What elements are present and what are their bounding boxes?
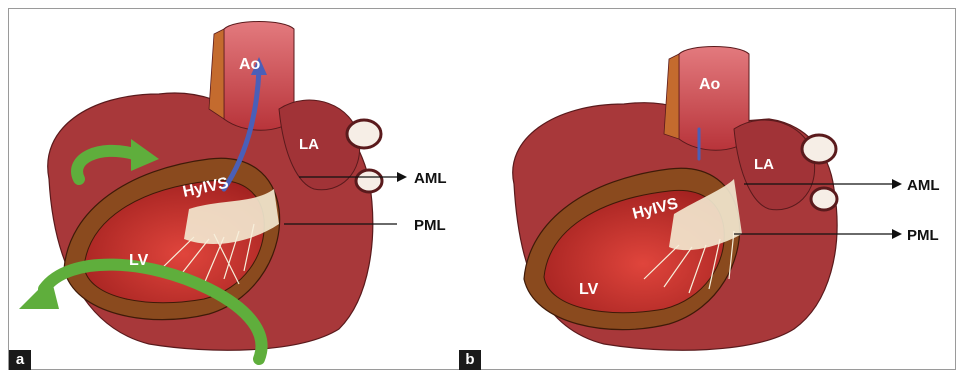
panel-b-illustration: Ao LA HyIVS LV AML PML <box>484 9 954 369</box>
label-left-atrium: LA <box>754 156 774 173</box>
callout-arrow-aml <box>397 172 407 182</box>
label-aorta: Ao <box>699 76 721 93</box>
panel-label-b: b <box>459 350 481 370</box>
callout-arrow-pml <box>892 229 902 239</box>
pulmonary-vein-upper <box>802 135 836 163</box>
callout-pml: PML <box>414 217 446 234</box>
pulmonary-vein-upper <box>347 120 381 148</box>
pulmonary-trunk <box>209 29 224 119</box>
callout-aml: AML <box>414 170 447 187</box>
pulmonary-vein-lower <box>811 188 837 210</box>
pulmonary-trunk <box>664 54 679 139</box>
panel-a-illustration: Ao LA HyIVS LV AML PML <box>9 9 479 369</box>
callout-aml: AML <box>907 177 940 194</box>
label-aorta: Ao <box>239 56 261 73</box>
label-left-ventricle: LV <box>579 281 599 298</box>
callout-arrow-aml <box>892 179 902 189</box>
pulmonary-vein-lower <box>356 170 382 192</box>
label-left-atrium: LA <box>299 136 319 153</box>
panel-label-a: a <box>9 350 31 370</box>
callout-pml: PML <box>907 227 939 244</box>
label-left-ventricle: LV <box>129 252 149 269</box>
